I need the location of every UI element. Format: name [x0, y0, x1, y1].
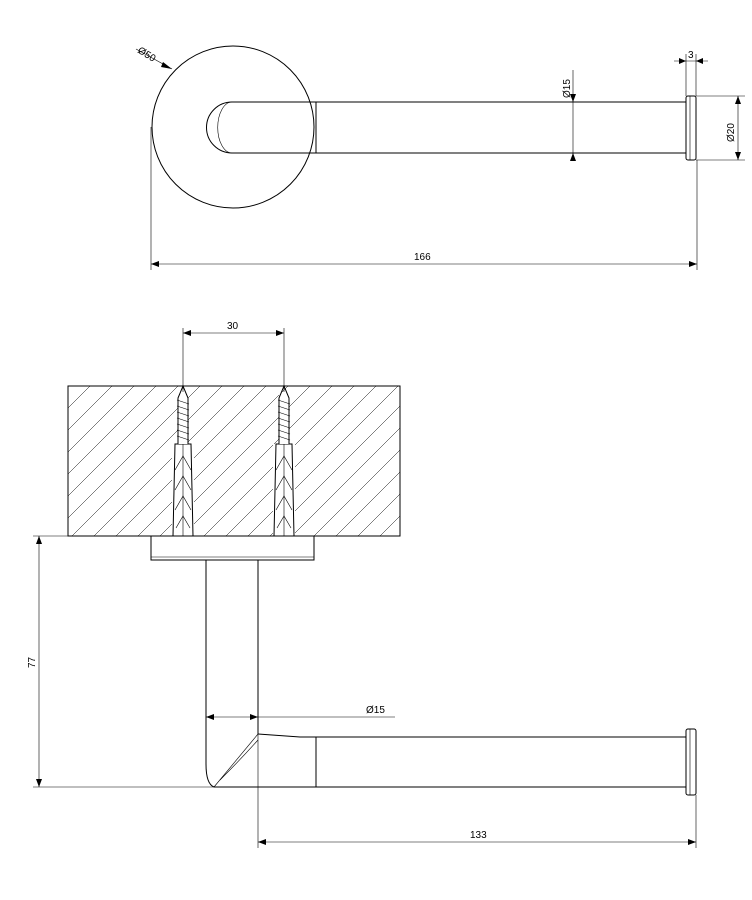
top-view: Ø50 Ø15 3 Ø20 [135, 45, 745, 270]
top-bar-elbow-inner [217, 101, 233, 154]
top-bar [315, 101, 686, 154]
dim-bottom-bar-length: 133 [257, 734, 697, 848]
dim-top-rosette-diameter-label: Ø50 [135, 45, 157, 65]
top-bar-elbow [206, 101, 316, 154]
dim-top-rosette-diameter: Ø50 [135, 45, 173, 70]
dim-bottom-bar-diameter: Ø15 [206, 705, 395, 720]
dim-top-overall-length-label: 166 [414, 252, 431, 263]
top-rosette [151, 45, 315, 209]
wall-anchor-right [273, 384, 295, 537]
dim-top-cap-width: 3 [674, 50, 708, 96]
dim-top-cap-width-label: 3 [688, 50, 694, 61]
dim-top-cap-diameter-label: Ø20 [726, 123, 737, 142]
holder-bar-section [205, 560, 697, 796]
dim-top-overall-length: 166 [150, 127, 698, 270]
dim-top-bar-diameter: Ø15 [562, 70, 576, 161]
dim-bottom-bar-diameter-label: Ø15 [366, 705, 385, 716]
top-end-cap [685, 95, 697, 161]
dim-bottom-height: 77 [27, 535, 214, 788]
wall-anchor-left [172, 384, 194, 537]
dim-bottom-bar-length-label: 133 [470, 830, 487, 841]
dim-anchor-spacing-label: 30 [227, 321, 239, 332]
dim-bottom-height-label: 77 [27, 656, 38, 668]
dim-anchor-spacing: 30 [182, 321, 285, 392]
base-plate [150, 535, 315, 561]
dim-top-cap-diameter: Ø20 [696, 95, 745, 161]
dim-top-bar-diameter-label: Ø15 [562, 79, 573, 98]
section-view: 30 Ø15 [27, 321, 697, 848]
wall-section [67, 385, 401, 537]
